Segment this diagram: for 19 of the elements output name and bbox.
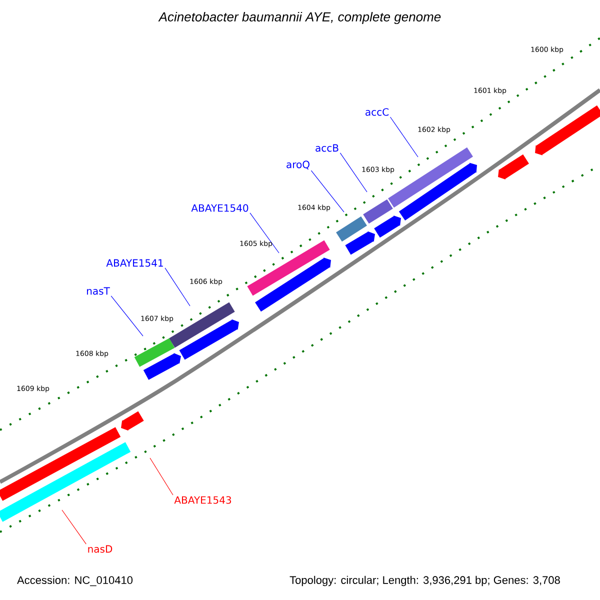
leader-line: [310, 170, 344, 212]
accession-text: Accession: NC_010410: [17, 576, 133, 586]
gene-label: ABAYE1540: [191, 204, 248, 212]
leader-line: [340, 152, 368, 192]
title: Acinetobacter baumannii AYE, complete genome: [158, 12, 441, 24]
leader-line: [164, 268, 190, 306]
gene-label: nasT: [87, 287, 110, 295]
gene-label: accC: [366, 108, 389, 116]
genome-info-text: Topology: circular; Length: 3,936,291 bp; Genes: 3,708: [290, 576, 560, 586]
leader-line: [250, 212, 280, 254]
leader-line: [110, 296, 144, 336]
gene-label: ABAYE1541: [106, 259, 163, 267]
leader-line: [62, 510, 86, 544]
gene-label: aroQ: [286, 160, 310, 170]
gene-label: nasD: [88, 545, 112, 553]
gene-label: ABAYE1543: [174, 496, 232, 504]
leader-line: [150, 458, 174, 496]
gene-label: accB: [316, 144, 338, 152]
leader-line: [390, 116, 418, 158]
